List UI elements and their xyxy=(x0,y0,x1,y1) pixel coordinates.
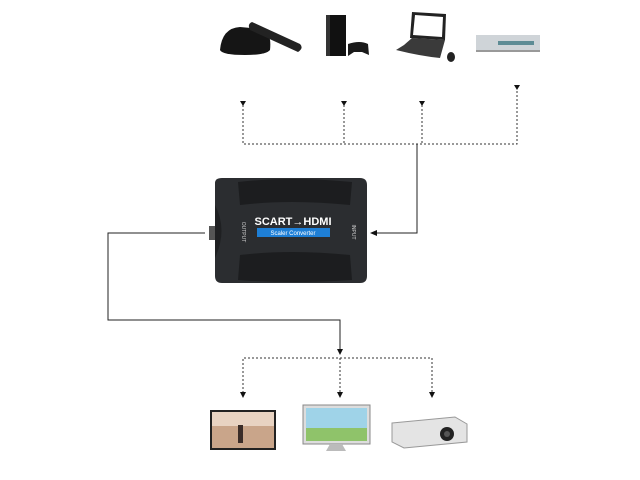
game-console-icon xyxy=(326,15,369,56)
input-connectors xyxy=(242,90,518,145)
converter-subtitle: Scaler Converter xyxy=(270,231,315,237)
projector-icon xyxy=(391,416,468,449)
tv-icon xyxy=(210,410,276,450)
source-arrow-heads xyxy=(240,85,520,106)
output-port-label: OUTPUT xyxy=(240,222,246,243)
input-line xyxy=(376,144,418,234)
converter-title: SCART→HDMI xyxy=(255,216,332,228)
input-arrow-head xyxy=(370,230,377,236)
output-connectors xyxy=(242,357,433,393)
laptop-icon xyxy=(396,12,455,62)
display-arrow-heads xyxy=(240,392,435,398)
output-line xyxy=(107,232,341,352)
output-arrow-head xyxy=(337,349,343,355)
monitor-icon xyxy=(302,404,371,451)
dvd-player-icon xyxy=(476,35,540,52)
input-port-label: INPUT xyxy=(350,225,356,240)
scart-hdmi-converter xyxy=(209,178,367,283)
tv-box-icon xyxy=(220,22,302,55)
